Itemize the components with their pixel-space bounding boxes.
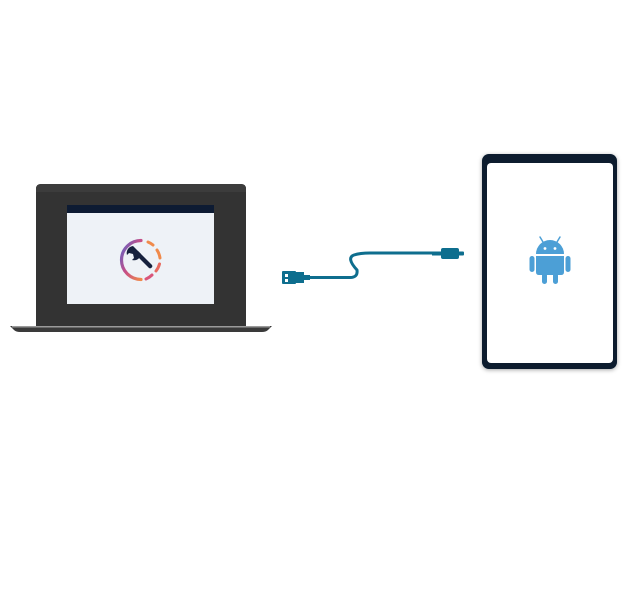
laptop — [10, 184, 272, 332]
tablet — [482, 154, 617, 369]
android-robot-icon — [529, 236, 571, 284]
app-window-titlebar — [67, 205, 214, 213]
wrench-icon — [126, 246, 153, 269]
usb-c-connector — [432, 248, 464, 259]
laptop-lid-highlight — [36, 184, 246, 192]
repair-tool-icon — [119, 238, 162, 282]
usb-cable — [282, 248, 464, 284]
laptop-base-highlight — [12, 326, 270, 328]
usb-a-connector — [282, 271, 310, 284]
cable-wire — [307, 251, 436, 279]
